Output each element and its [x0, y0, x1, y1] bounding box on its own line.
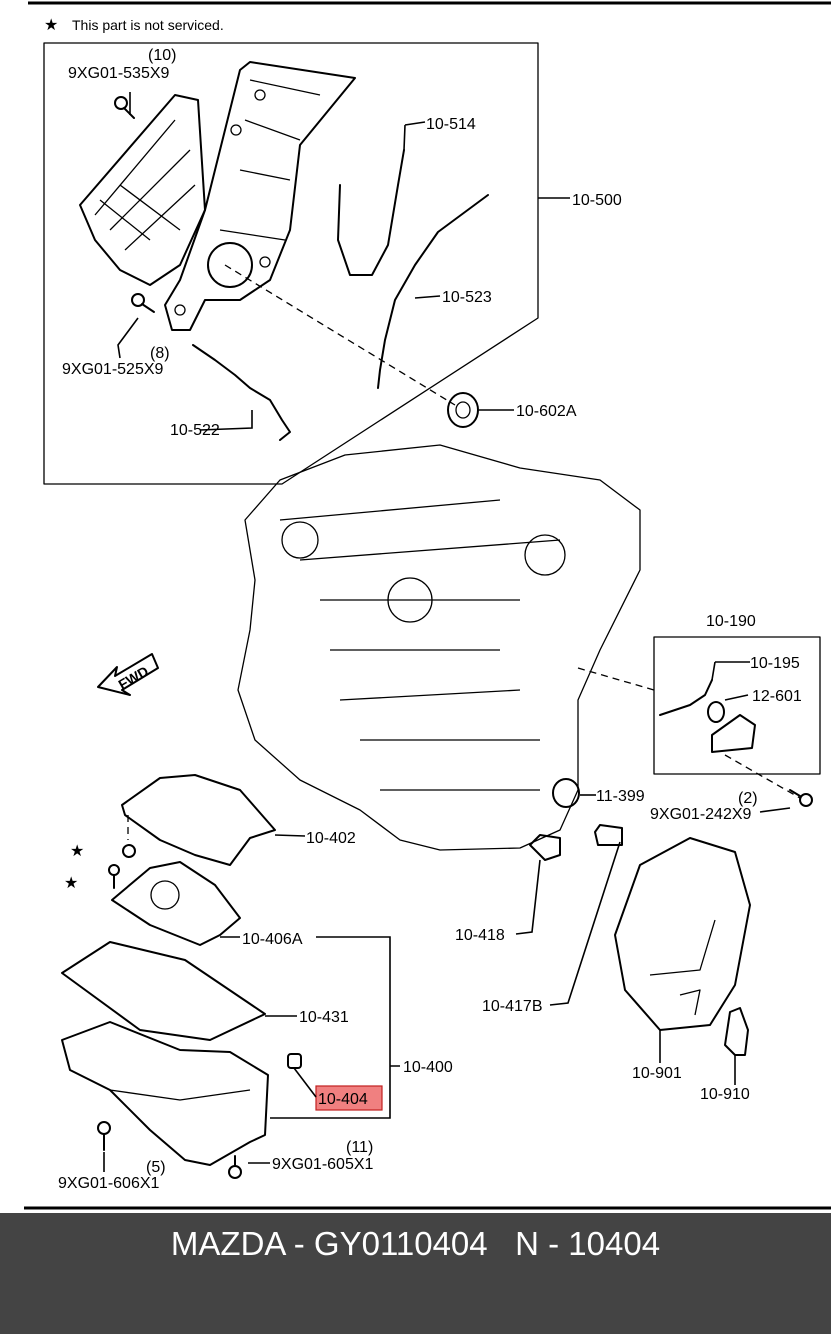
end-plate-10-901 [614, 837, 751, 1031]
part-label-10-406a: 10-406A [242, 931, 303, 948]
bolt-icon [97, 1121, 111, 1151]
part-label-10-602a: 10-602A [516, 403, 577, 420]
front-cover-callout-frame [43, 42, 539, 485]
part-label-10-522: 10-522 [170, 422, 220, 439]
qty-label: (5) [146, 1159, 166, 1176]
drain-plug-10-404 [287, 1053, 302, 1069]
svg-text:FWD: FWD [116, 663, 152, 693]
part-label-9xg01-242x9: 9XG01-242X9 [650, 806, 752, 823]
seal-12-601 [707, 701, 725, 723]
bolt-icon [131, 293, 155, 313]
front-cover-drawing [79, 61, 356, 331]
part-label-10-190: 10-190 [706, 613, 756, 630]
bracket-10-418 [529, 834, 561, 861]
bolt-icon [114, 96, 135, 119]
gasket-port [150, 880, 180, 910]
star-note-icon: ★ [44, 17, 58, 34]
rear-seal-callout-frame [653, 636, 821, 775]
alignment-line [224, 264, 456, 406]
note-text: This part is not serviced. [72, 17, 224, 33]
part-number-caption: MAZDA - GY0110404 N - 10404 [170, 1225, 661, 1262]
part-label-9xg01-606x1: 9XG01-606X1 [58, 1175, 160, 1192]
part-label-10-431: 10-431 [299, 1009, 349, 1026]
gasket-10-431 [61, 941, 266, 1041]
parts-diagram: ★ This part is not serviced. [24, 1, 831, 1210]
bracket-10-910 [724, 1007, 749, 1056]
gasket-10-522 [192, 344, 291, 441]
oil-pan-detail [109, 1089, 251, 1101]
seal-strip-10-514 [337, 149, 405, 276]
part-label-10-523: 10-523 [442, 289, 492, 306]
qty-label: (8) [150, 345, 170, 362]
rear-alignment-line [577, 667, 655, 691]
qty-label: (10) [148, 47, 176, 64]
part-label-10-418: 10-418 [455, 927, 505, 944]
o-ring-11-399 [552, 778, 580, 808]
part-label-10-195: 10-195 [750, 655, 800, 672]
qty-label: (11) [346, 1139, 373, 1156]
star-icon: ★ [70, 843, 84, 860]
footer-bar: MAZDA - GY0110404 N - 10404 [0, 1213, 831, 1334]
bolt-alignment-line [724, 754, 801, 799]
bolt-icon [108, 864, 120, 889]
part-label-10-404[interactable]: 10-404 [318, 1091, 368, 1108]
part-label-10-514: 10-514 [426, 116, 476, 133]
bolt-icon [228, 1155, 242, 1179]
leader-lines [103, 92, 791, 1172]
part-label-9xg01-605x1: 9XG01-605X1 [272, 1156, 374, 1173]
part-label-10-910: 10-910 [700, 1086, 750, 1103]
oil-pan-10-400 [61, 1021, 269, 1166]
star-icon: ★ [64, 875, 78, 892]
part-label-10-402: 10-402 [306, 830, 356, 847]
part-label-9xg01-535x9: 9XG01-535X9 [68, 65, 170, 82]
seal-strip-10-523 [377, 194, 489, 389]
oil-seal-10-602a [447, 392, 479, 428]
part-label-9xg01-525x9: 9XG01-525X9 [62, 361, 164, 378]
part-label-10-901: 10-901 [632, 1065, 682, 1082]
qty-label: (2) [738, 790, 758, 807]
part-label-10-500: 10-500 [572, 192, 622, 209]
bracket-10-417b [594, 824, 623, 846]
nut-icon [122, 844, 136, 858]
part-label-10-400: 10-400 [403, 1059, 453, 1076]
seal-housing-drawing [711, 714, 756, 753]
highlight-box [315, 1085, 383, 1111]
seal-10-195 [659, 679, 713, 716]
part-label-11-399: 11-399 [596, 788, 645, 805]
gasket-10-406a [111, 861, 241, 946]
fwd-arrow-icon: FWD [97, 653, 159, 696]
engine-block-drawing [237, 444, 641, 851]
baffle-plate-10-402 [121, 774, 276, 866]
part-label-10-417b: 10-417B [482, 998, 543, 1015]
end-plate-detail [649, 919, 716, 1016]
bolt-icon [789, 789, 813, 807]
part-label-12-601: 12-601 [752, 688, 802, 705]
